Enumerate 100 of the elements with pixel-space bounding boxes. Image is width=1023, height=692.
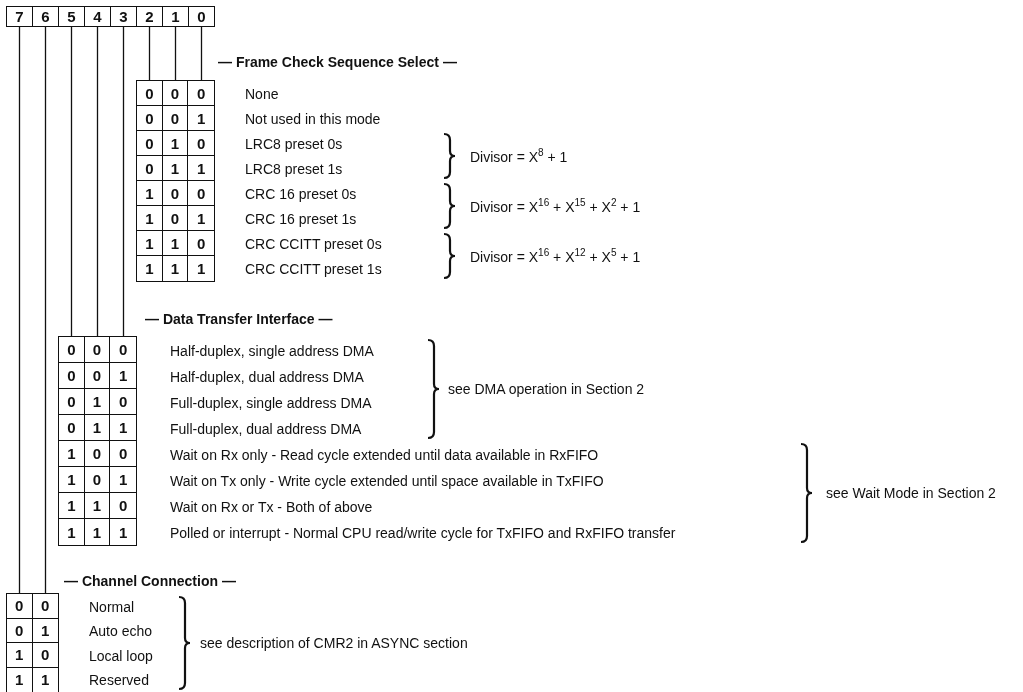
bit-value: 1 — [196, 259, 207, 279]
option-description: Wait on Tx only - Write cycle extended until space available in TxFIFO — [170, 472, 604, 489]
bit-value: 0 — [59, 363, 85, 389]
bit-value: 0 — [110, 337, 136, 363]
connector-line — [122, 26, 125, 337]
bit-value: 1 — [59, 519, 85, 545]
bit-value: 1 — [59, 441, 85, 467]
bit-value: 1 — [162, 231, 189, 256]
bit-value: 0 — [188, 131, 214, 156]
section-heading: — Channel Connection — — [64, 573, 236, 589]
bit-value: 0 — [188, 231, 214, 256]
option-description: CRC CCITT preset 1s — [245, 261, 382, 277]
bit-value: 0 — [162, 106, 189, 131]
connector-line — [200, 26, 203, 81]
bit-value: 0 — [84, 467, 111, 493]
bit-value: 1 — [84, 389, 111, 415]
bit-value: 1 — [188, 106, 214, 131]
bit-value: 1 — [84, 493, 111, 519]
option-description: Full-duplex, dual address DMA — [170, 420, 362, 437]
bit-value: 1 — [7, 667, 33, 692]
bit-value: 1 — [118, 522, 129, 543]
option-description: None — [245, 86, 279, 102]
bit-value: 0 — [137, 131, 163, 156]
section-heading: — Data Transfer Interface — — [145, 311, 333, 327]
connector-line — [70, 26, 73, 337]
option-description: Not used in this mode — [245, 111, 381, 127]
connector-line — [44, 26, 47, 594]
bit-value: 1 — [7, 643, 33, 668]
bit-number: 1 — [162, 6, 189, 27]
bit-value: 1 — [137, 231, 163, 256]
bit-value: 0 — [188, 81, 214, 106]
bit-value: 0 — [7, 618, 33, 643]
bit-value: 1 — [59, 493, 85, 519]
bit-value: 0 — [188, 181, 214, 206]
option-description: Reserved — [89, 672, 149, 689]
bit-value: 0 — [162, 206, 189, 231]
bit-value: 1 — [110, 415, 136, 441]
bit-value-table — [6, 593, 59, 692]
section-heading: — Frame Check Sequence Select — — [218, 54, 457, 70]
bit-value: 0 — [32, 594, 58, 619]
bit-number: 6 — [32, 6, 59, 27]
bit-value: 0 — [59, 415, 85, 441]
bit-value: 0 — [162, 81, 189, 106]
option-description: Wait on Rx only - Read cycle extended until data available in RxFIFO — [170, 446, 599, 463]
bit-value: 0 — [59, 389, 85, 415]
option-description: LRC8 preset 1s — [245, 161, 343, 177]
option-description: CRC 16 preset 1s — [245, 211, 357, 227]
bit-value: 1 — [162, 131, 189, 156]
bit-value: 0 — [84, 441, 111, 467]
option-description: Full-duplex, single address DMA — [170, 394, 372, 411]
brace-note: Divisor = X$^{16}$ + X$^{15}$ + X$^{2}$ + 1 — [470, 197, 641, 215]
bit-value: 1 — [110, 363, 136, 389]
bit-value: 0 — [84, 363, 111, 389]
connector-line — [18, 26, 21, 594]
option-description: Half-duplex, dual address DMA — [170, 368, 364, 385]
bit-value: 0 — [32, 643, 58, 668]
bit-value-table — [58, 336, 137, 546]
option-description: CRC CCITT preset 0s — [245, 236, 382, 252]
option-description: Polled or interrupt - Normal CPU read/write cycle for TxFIFO and RxFIFO transfer — [170, 524, 676, 541]
bit-value: 0 — [137, 81, 163, 106]
connector-line — [174, 26, 177, 81]
brace-note: Divisor = X$^{16}$ + X$^{12}$ + X$^{5}$ + 1 — [470, 247, 641, 265]
bit-number: 3 — [110, 6, 137, 27]
option-description: Wait on Rx or Tx - Both of above — [170, 498, 373, 515]
bit-value: 1 — [59, 467, 85, 493]
bit-number: 0 — [188, 6, 215, 27]
bit-value: 0 — [84, 337, 111, 363]
bit-value-table — [136, 80, 215, 282]
option-description: Normal — [89, 598, 135, 615]
bit-value: 1 — [137, 256, 163, 281]
connector-line — [96, 26, 99, 337]
brace-note: see description of CMR2 in ASYNC section — [200, 635, 468, 651]
bit-value: 0 — [110, 441, 136, 467]
bit-number: 7 — [6, 6, 33, 27]
bit-value: 0 — [59, 337, 85, 363]
bit-value: 1 — [32, 618, 58, 643]
bit-number: 2 — [136, 6, 163, 27]
option-description: CRC 16 preset 0s — [245, 186, 357, 202]
bit-number: 5 — [58, 6, 85, 27]
bit-number: 4 — [84, 6, 111, 27]
option-description: LRC8 preset 0s — [245, 136, 343, 152]
bit-value: 1 — [188, 206, 214, 231]
option-description: Half-duplex, single address DMA — [170, 342, 374, 359]
bit-value: 0 — [7, 594, 33, 619]
option-description: Auto echo — [89, 623, 153, 640]
bit-value: 0 — [162, 181, 189, 206]
bit-value: 1 — [188, 156, 214, 181]
bit-value: 1 — [110, 467, 136, 493]
bit-value: 0 — [110, 493, 136, 519]
bit-value: 1 — [40, 670, 51, 691]
bit-value: 0 — [137, 156, 163, 181]
bit-value: 1 — [137, 206, 163, 231]
bit-value: 0 — [137, 106, 163, 131]
bit-value: 1 — [162, 256, 189, 281]
brace-note: see DMA operation in Section 2 — [448, 381, 645, 397]
connector-line — [148, 26, 151, 81]
bit-value: 0 — [110, 389, 136, 415]
bit-value: 1 — [84, 519, 111, 545]
brace-note: Divisor = X$^{8}$ + 1 — [470, 147, 568, 165]
bit-value: 1 — [84, 415, 111, 441]
